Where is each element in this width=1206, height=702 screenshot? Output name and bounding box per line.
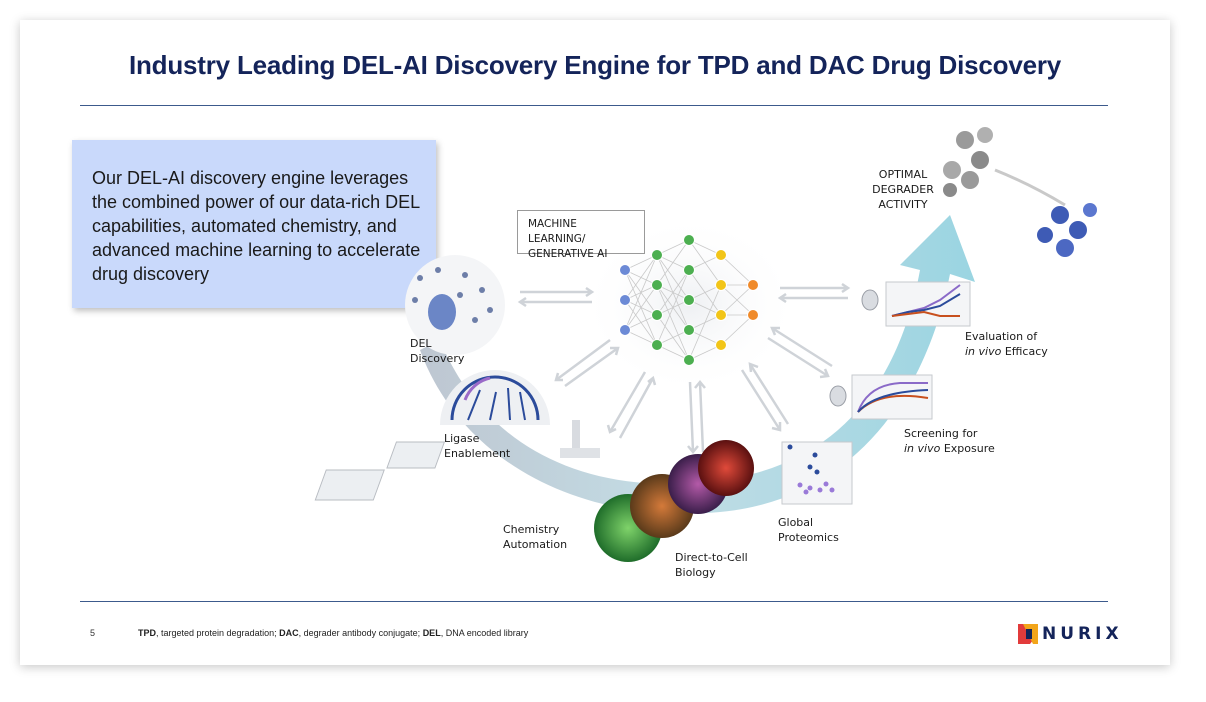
- process-sweep: [420, 215, 975, 514]
- chemistry-automation-graphic: [314, 420, 600, 501]
- label-chem-line2: Automation: [503, 538, 568, 551]
- slide: Industry Leading DEL-AI Discovery Engine…: [20, 20, 1170, 665]
- nurix-logo-text: NURIX: [1042, 624, 1123, 644]
- label-ligase-line1: Ligase: [444, 432, 480, 445]
- neural-network-nodes: [619, 234, 759, 366]
- label-del-discovery-line2: Discovery: [410, 352, 465, 365]
- del-discovery-graphic: [405, 255, 505, 355]
- label-eval-line1: Evaluation of: [965, 330, 1038, 343]
- label-opt-line3: ACTIVITY: [878, 198, 928, 211]
- mouse-icons: [829, 289, 879, 407]
- label-screen-rest: Exposure: [940, 442, 995, 455]
- footnote-tpd-abbr: TPD: [138, 628, 156, 638]
- footnote-del-def: , DNA encoded library: [440, 628, 529, 638]
- footnote-dac-abbr: DAC: [279, 628, 299, 638]
- exposure-plot: [851, 374, 933, 420]
- label-eval-italic: in vivo: [965, 345, 1002, 358]
- label-cell-line1: Direct-to-Cell: [675, 551, 748, 564]
- discovery-engine-diagram: [314, 127, 1097, 562]
- page-number: 5: [90, 628, 96, 638]
- label-eval-line2: in vivo Efficacy: [965, 344, 1048, 359]
- bidirectional-arrows: [517, 282, 851, 454]
- nurix-logo-icon: [1018, 624, 1038, 644]
- label-screen-italic: in vivo: [904, 442, 941, 455]
- ligase-tree-graphic: [440, 370, 550, 425]
- label-del-discovery: DEL Discovery: [410, 336, 464, 366]
- degrader-molecule-graphic: [943, 127, 1097, 257]
- footnote-del-abbr: DEL: [422, 628, 441, 638]
- label-opt-line1: OPTIMAL: [878, 168, 928, 181]
- cell-biology-images: [594, 440, 754, 562]
- callout-box: Our DEL-AI discovery engine leverages th…: [72, 140, 436, 308]
- slide-title: Industry Leading DEL-AI Discovery Engine…: [128, 50, 1062, 80]
- footer-divider: [80, 601, 1108, 602]
- title-divider: [80, 105, 1108, 106]
- label-ligase-enablement: Ligase Enablement: [444, 431, 510, 461]
- label-screen-line1: Screening for: [904, 427, 978, 440]
- label-screen-line2: in vivo Exposure: [904, 441, 995, 456]
- label-cell-line2: Biology: [675, 566, 716, 579]
- label-chemistry-automation: Chemistry Automation: [503, 522, 567, 552]
- footnote: TPD, targeted protein degradation; DAC, …: [138, 628, 528, 638]
- callout-text: Our DEL-AI discovery engine leverages th…: [92, 168, 421, 284]
- efficacy-plot: [885, 281, 971, 327]
- ml-label-box: MACHINE LEARNING/ GENERATIVE AI: [517, 210, 645, 260]
- label-chem-line1: Chemistry: [503, 523, 560, 536]
- label-opt-line2: DEGRADER: [872, 183, 934, 196]
- label-eval-rest: Efficacy: [1001, 345, 1048, 358]
- proteomics-plot: [781, 441, 853, 505]
- nurix-logo: NURIX: [1018, 623, 1123, 645]
- label-del-discovery-line1: DEL: [410, 337, 432, 350]
- ml-label-line2: GENERATIVE AI: [528, 248, 608, 260]
- label-evaluation-efficacy: Evaluation of in vivo Efficacy: [965, 329, 1048, 359]
- label-ligase-line2: Enablement: [444, 447, 511, 460]
- label-prot-line2: Proteomics: [778, 531, 839, 544]
- label-optimal-activity: OPTIMAL DEGRADER ACTIVITY: [866, 167, 940, 212]
- label-screening-exposure: Screening for in vivo Exposure: [904, 426, 995, 456]
- label-prot-line1: Global: [778, 516, 814, 529]
- footnote-dac-def: , degrader antibody conjugate;: [298, 628, 423, 638]
- label-direct-to-cell: Direct-to-Cell Biology: [675, 550, 748, 580]
- footnote-tpd-def: , targeted protein degradation;: [156, 628, 280, 638]
- label-global-proteomics: Global Proteomics: [778, 515, 839, 545]
- ml-label-line1: MACHINE LEARNING/: [528, 218, 586, 245]
